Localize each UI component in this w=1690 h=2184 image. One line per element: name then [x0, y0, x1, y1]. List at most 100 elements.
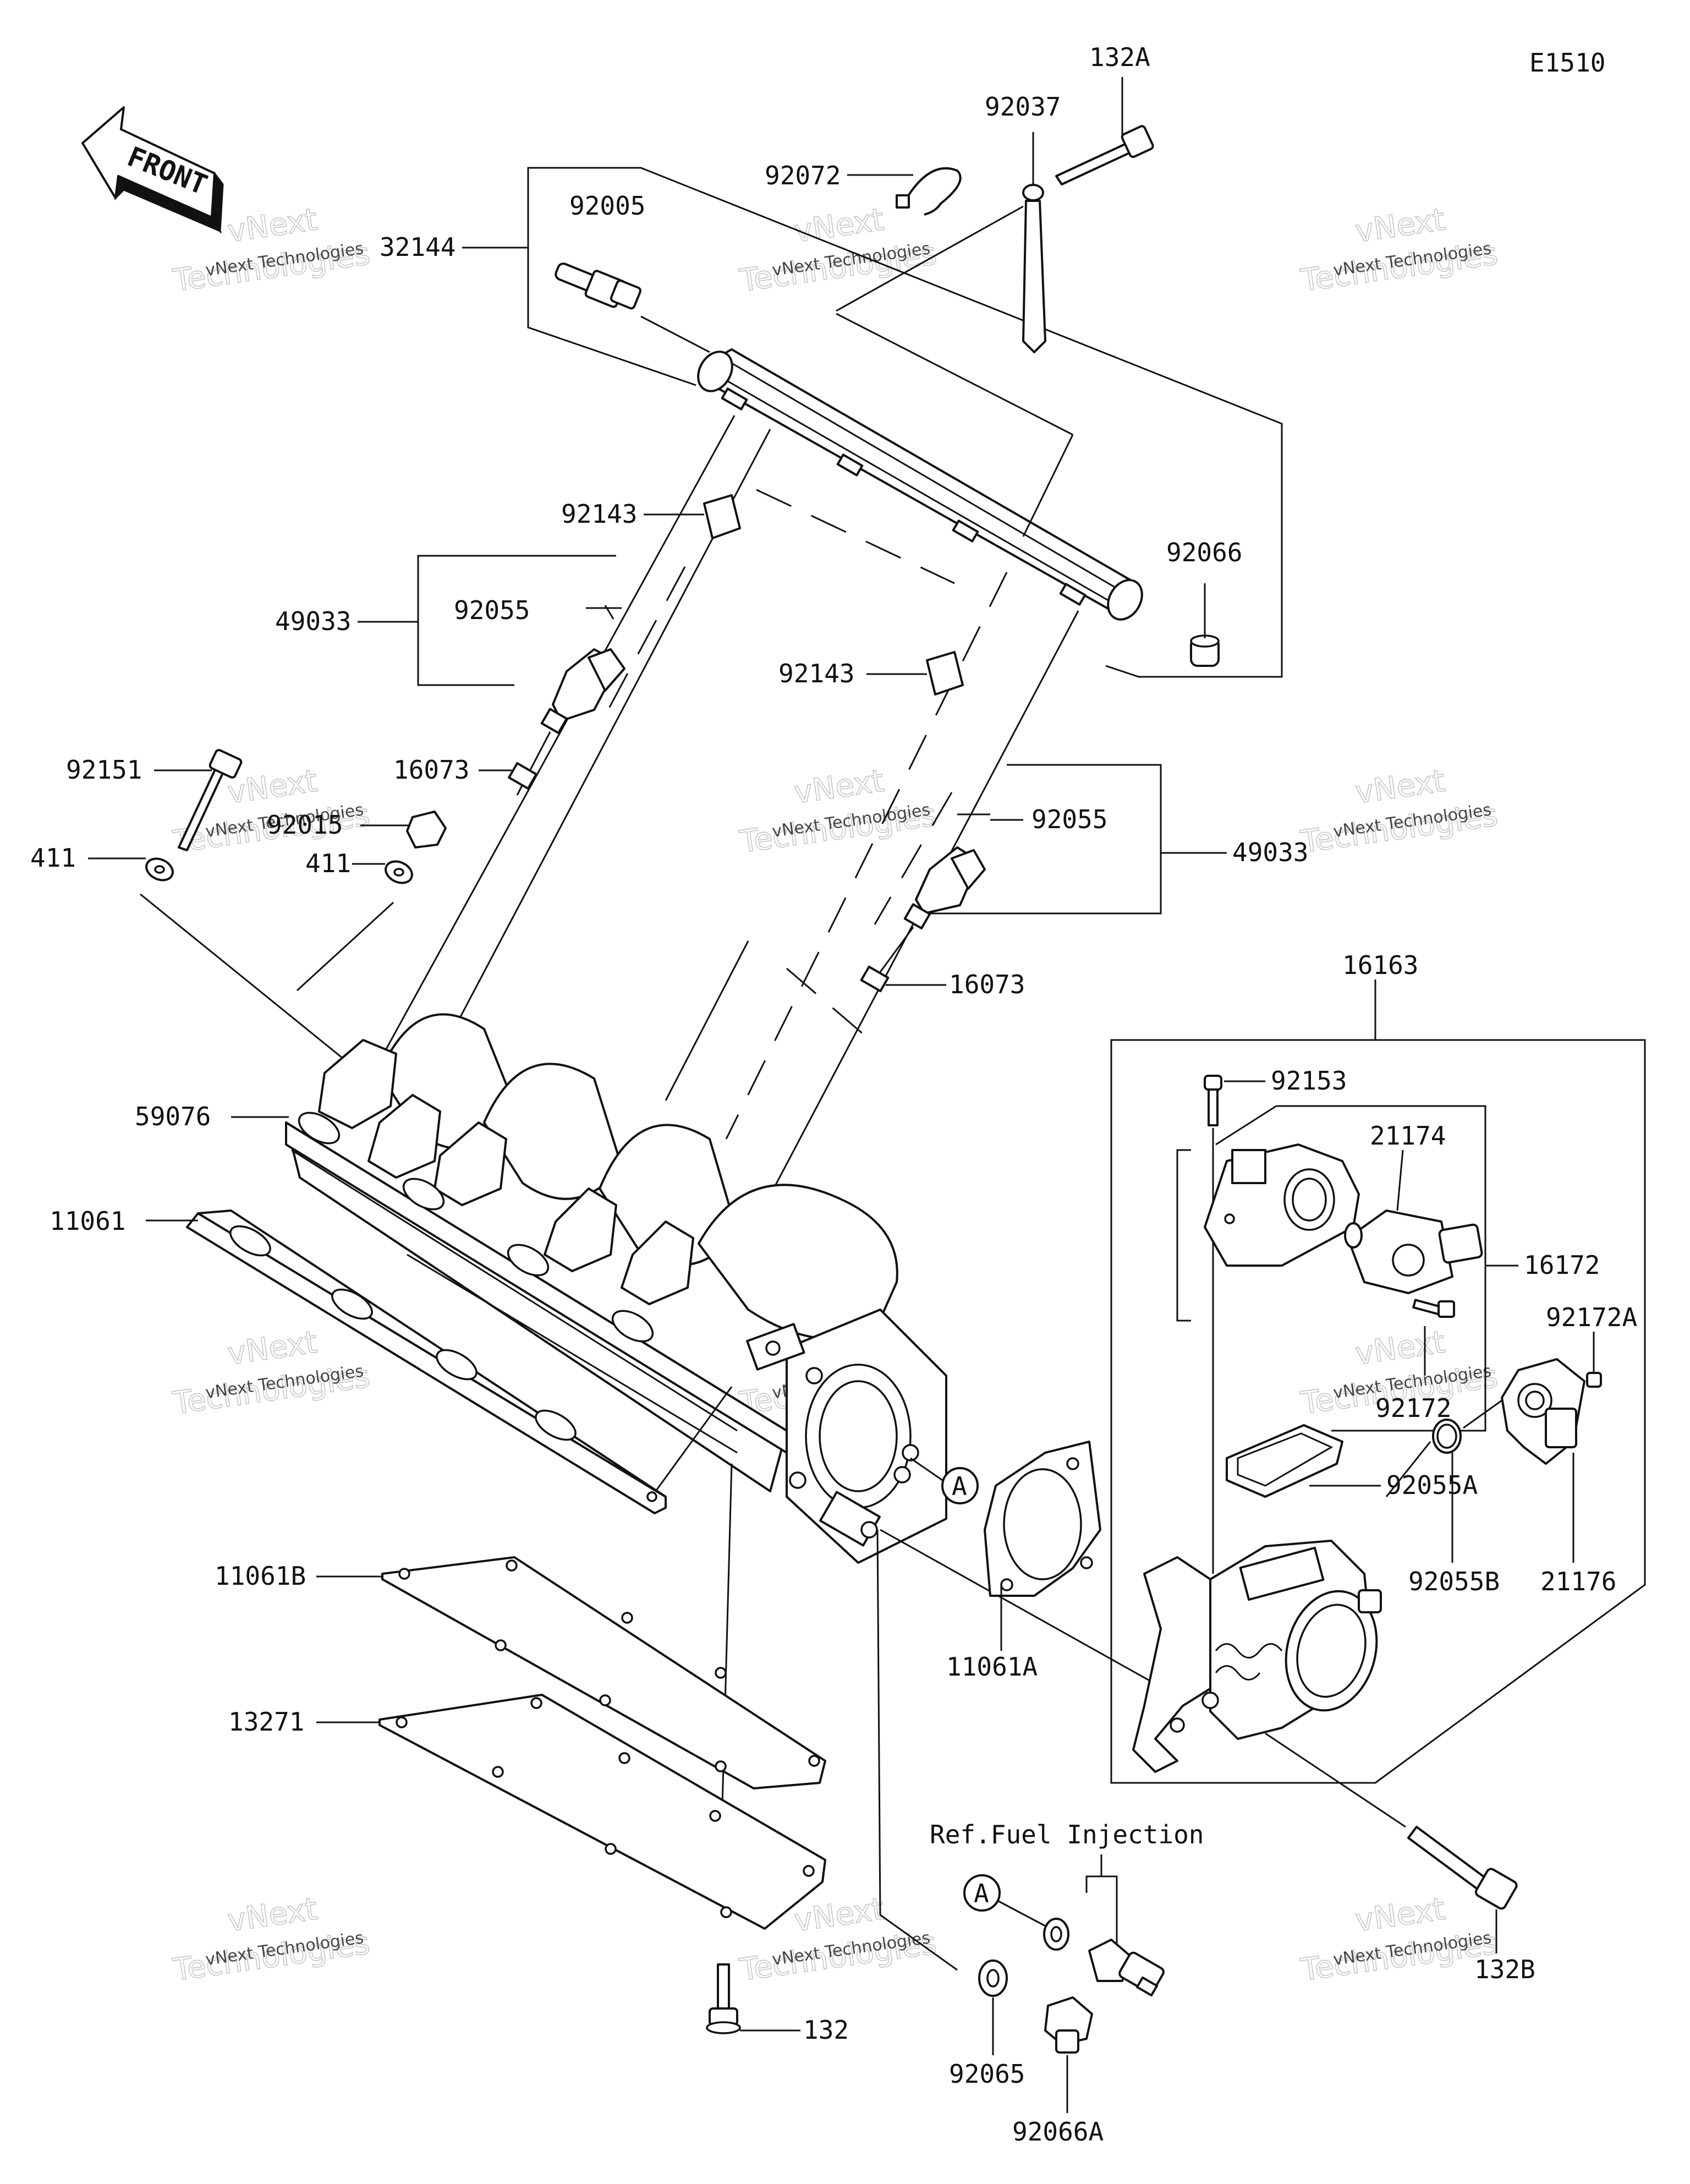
label-132A: 132A [1089, 42, 1150, 72]
label-13271: 13271 [228, 1707, 304, 1737]
label-16073-b: 16073 [949, 970, 1025, 999]
isc-valve-body [1204, 1143, 1360, 1267]
label-92153: 92153 [1271, 1066, 1347, 1096]
svg-text:vNext: vNext [1353, 202, 1447, 250]
label-59076: 59076 [135, 1102, 211, 1131]
washer-92065 [978, 1959, 1008, 2055]
label-16172: 16172 [1524, 1250, 1600, 1280]
label-92015: 92015 [267, 810, 343, 840]
washer-411-b [296, 860, 413, 992]
label-92037: 92037 [985, 92, 1061, 122]
throttle-sensor-21176 [1501, 1358, 1585, 1563]
label-92065: 92065 [949, 2059, 1025, 2089]
watermark: vNext Technologies vNext Technologies [170, 1324, 372, 1422]
bolt-132 [706, 1963, 800, 2034]
svg-text:vNext: vNext [1353, 1891, 1447, 1939]
watermark: vNext Technologies vNext Technologies [1298, 763, 1500, 861]
label-32144: 32144 [380, 232, 456, 262]
diagram-code: E1510 [1529, 48, 1605, 78]
gasket-11061B [316, 1556, 826, 1789]
svg-text:vNext: vNext [226, 1891, 320, 1939]
fuel-fitting-92005 [555, 262, 710, 353]
label-21176: 21176 [1540, 1567, 1616, 1596]
label-92143-a: 92143 [561, 499, 637, 529]
watermark: vNext Technologies vNext Technologies [1298, 201, 1500, 299]
watermark: vNext Technologies vNext Technologies [737, 763, 939, 861]
label-49033-a: 49033 [275, 606, 351, 636]
label-92072: 92072 [765, 161, 841, 190]
front-arrow-icon: FRONT [81, 106, 224, 234]
label-92151: 92151 [66, 755, 142, 785]
band-92037 [1022, 132, 1046, 353]
label-132: 132 [803, 2015, 849, 2045]
label-92055B: 92055B [1408, 1567, 1500, 1596]
temperature-sensor-icon [1088, 1939, 1165, 1997]
screw-92172 [1412, 1299, 1455, 1376]
plate-13271 [316, 1694, 826, 1930]
label-11061A: 11061A [946, 1652, 1038, 1682]
svg-text:vNext: vNext [226, 202, 320, 250]
watermark: vNext Technologies vNext Technologies [737, 201, 939, 299]
gasket-11061A [984, 1441, 1101, 1651]
nut-92015 [360, 811, 447, 849]
label-21174: 21174 [1370, 1121, 1446, 1151]
svg-text:vNext: vNext [226, 763, 320, 811]
screw-92172A [1586, 1332, 1602, 1388]
label-92055-a: 92055 [454, 595, 530, 625]
intake-manifold-59076 [285, 1013, 947, 1564]
fuel-rail [697, 348, 1143, 621]
gasket-92055A [1226, 1424, 1381, 1498]
label-92172: 92172 [1375, 1393, 1451, 1423]
grommet-92143-b [866, 651, 964, 696]
injector-49033-right [903, 846, 986, 929]
svg-text:vNext: vNext [792, 202, 886, 250]
label-92066A: 92066A [1012, 2117, 1104, 2147]
part-labels: 132A 92037 92072 92005 32144 92143 92066… [30, 42, 1637, 2147]
label-92055A: 92055A [1386, 1470, 1478, 1500]
label-411-a: 411 [30, 843, 76, 873]
watermark: vNext Technologies vNext Technologies [1298, 1891, 1500, 1989]
label-16073-a: 16073 [393, 755, 469, 785]
svg-text:vNext: vNext [792, 1891, 886, 1939]
callout-letter: A [974, 1879, 989, 1908]
svg-text:vNext: vNext [1353, 1324, 1447, 1372]
bolt-92151 [154, 749, 243, 851]
o-ring-92055B [1385, 1399, 1502, 1563]
ref-fuel-injection-group: Ref.Fuel Injection A [930, 1820, 1204, 1997]
watermark: vNext Technologies vNext Technologies [170, 1891, 372, 1989]
callout-letter: A [952, 1471, 967, 1501]
injector-group-right [860, 764, 1227, 993]
idle-actuator-21174 [1344, 1150, 1483, 1294]
label-92172A: 92172A [1546, 1302, 1637, 1332]
svg-text:vNext: vNext [792, 763, 886, 811]
callout-a-manifold: A [910, 1457, 979, 1504]
grommet-92143-a [644, 494, 741, 539]
bolt-132A [1055, 77, 1154, 185]
label-11061: 11061 [50, 1206, 125, 1236]
label-92055-b: 92055 [1031, 804, 1107, 834]
label-132B: 132B [1474, 1955, 1535, 1984]
reference-note: Ref.Fuel Injection [930, 1820, 1204, 1849]
fuel-rail-assembly-bracket [462, 167, 1283, 678]
label-16163: 16163 [1342, 950, 1418, 980]
label-49033-b: 49033 [1232, 838, 1308, 867]
injector-49033-left [540, 648, 625, 734]
label-11061B: 11061B [215, 1561, 306, 1591]
throttle-body-16163 [1132, 1540, 1382, 1773]
svg-text:vNext: vNext [1353, 763, 1447, 811]
injector-bosses [318, 1039, 694, 1305]
plug-92066A [1044, 1996, 1093, 2113]
injector-group-left [358, 555, 686, 796]
label-92143-b: 92143 [778, 659, 854, 688]
gasket-11061 [146, 1209, 667, 1514]
clip-92072 [847, 167, 962, 216]
throttle-body-assembly [1110, 979, 1646, 1784]
screw-92153 [1204, 1075, 1265, 1126]
label-411-b: 411 [305, 849, 351, 878]
washer-411-a [88, 857, 358, 1071]
svg-text:vNext: vNext [226, 1324, 320, 1372]
bolt-132B [1265, 1732, 1518, 1953]
label-92066: 92066 [1166, 538, 1242, 567]
label-92005: 92005 [569, 191, 645, 221]
